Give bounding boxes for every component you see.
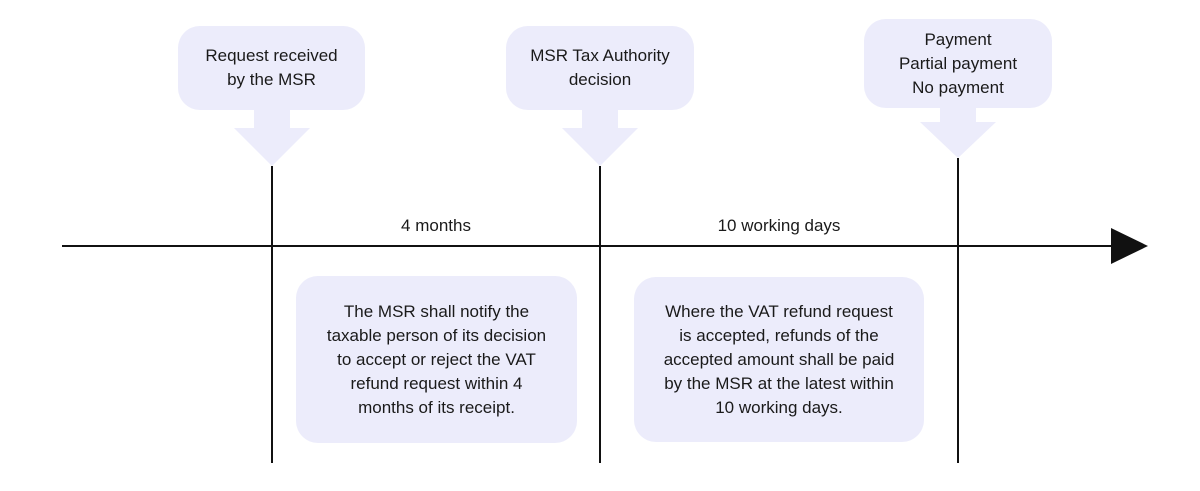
milestone-tax-authority-decision: MSR Tax Authority decision <box>506 26 694 110</box>
milestone-payment: Payment Partial payment No payment <box>864 19 1052 108</box>
note-payment-deadline: Where the VAT refund request is accepted… <box>634 277 924 442</box>
milestone-3-arrow <box>920 108 996 158</box>
milestone-2-arrow <box>562 110 638 166</box>
milestone-request-received: Request received by the MSR <box>178 26 365 110</box>
period-4-months: 4 months <box>401 216 471 235</box>
note-decision-deadline: The MSR shall notify the taxable person … <box>296 276 577 443</box>
timeline-arrowhead <box>1111 228 1148 264</box>
milestone-1-arrow <box>234 110 310 166</box>
period-10-working-days: 10 working days <box>717 216 841 235</box>
